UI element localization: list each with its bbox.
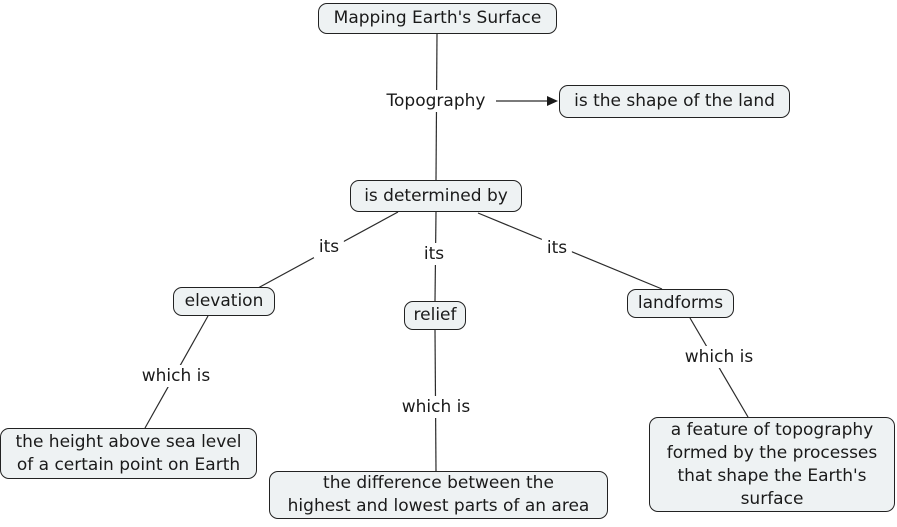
link-label-which-is-left[interactable]: which is [136, 365, 216, 387]
arrowhead-icon [547, 96, 558, 106]
link-label-its-middle[interactable]: its [418, 243, 450, 265]
link-label-which-is-right[interactable]: which is [679, 346, 759, 368]
node-shape-of-the-land[interactable]: is the shape of the land [559, 85, 790, 118]
link-label-topography[interactable]: Topography [381, 90, 491, 112]
link-label-its-left[interactable]: its [313, 236, 345, 258]
link-label-which-is-middle[interactable]: which is [396, 396, 476, 418]
node-elevation-definition[interactable]: the height above sea level of a certain … [0, 428, 257, 479]
node-landforms-definition[interactable]: a feature of topography formed by the pr… [649, 417, 895, 512]
node-is-determined-by[interactable]: is determined by [350, 180, 522, 212]
node-mapping-earths-surface[interactable]: Mapping Earth's Surface [318, 3, 557, 34]
link-label-its-right[interactable]: its [541, 237, 573, 259]
node-relief-definition[interactable]: the difference between the highest and l… [269, 471, 608, 519]
node-elevation[interactable]: elevation [173, 287, 275, 316]
node-landforms[interactable]: landforms [627, 289, 734, 318]
node-relief[interactable]: relief [404, 301, 466, 330]
